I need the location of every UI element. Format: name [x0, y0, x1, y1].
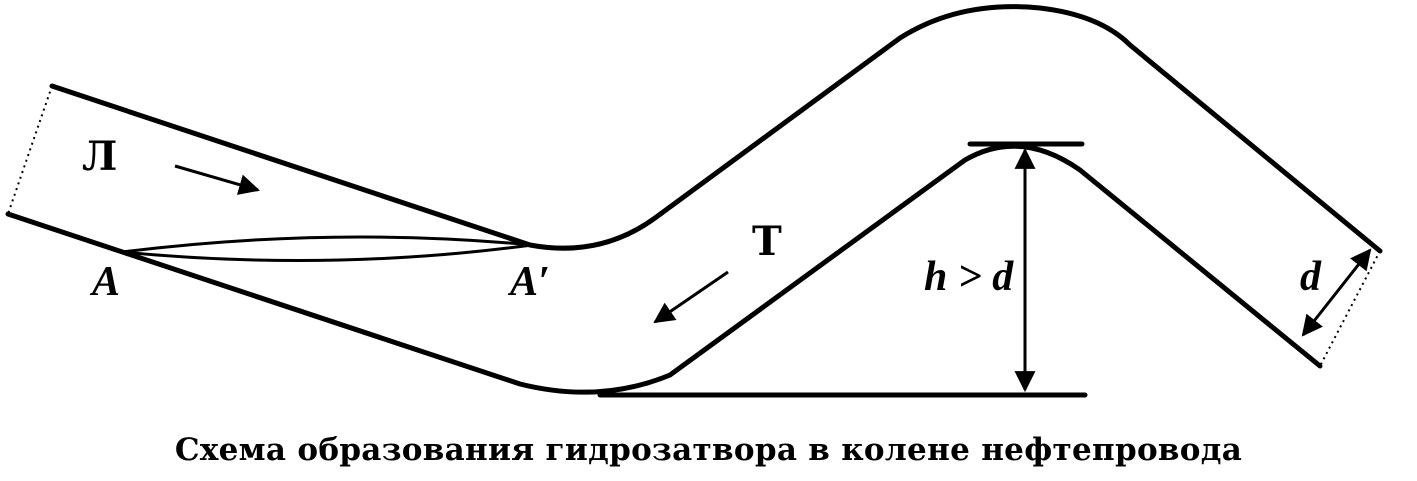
- label-height-condition: h > d: [924, 254, 1014, 300]
- oil-lens-pocket: [121, 235, 533, 263]
- label-diameter: d: [1300, 254, 1322, 300]
- left-pipe-end: [7, 85, 53, 215]
- flow-arrow-heavy: [653, 270, 729, 324]
- diameter-dimension-arrow: [1301, 248, 1372, 337]
- flow-arrow-light: [174, 164, 261, 195]
- label-point-a-prime: A′: [507, 259, 550, 305]
- label-heavy-flow: Т: [752, 218, 782, 265]
- label-light-flow: Л: [82, 133, 117, 180]
- right-pipe-end: [1319, 250, 1381, 367]
- pipe-upper-wall: [49, 4, 1383, 254]
- diagram-caption: Схема образования гидрозатвора в колене …: [174, 432, 1243, 468]
- label-point-a: A: [89, 259, 120, 305]
- pipe-lower-wall: [5, 143, 1323, 395]
